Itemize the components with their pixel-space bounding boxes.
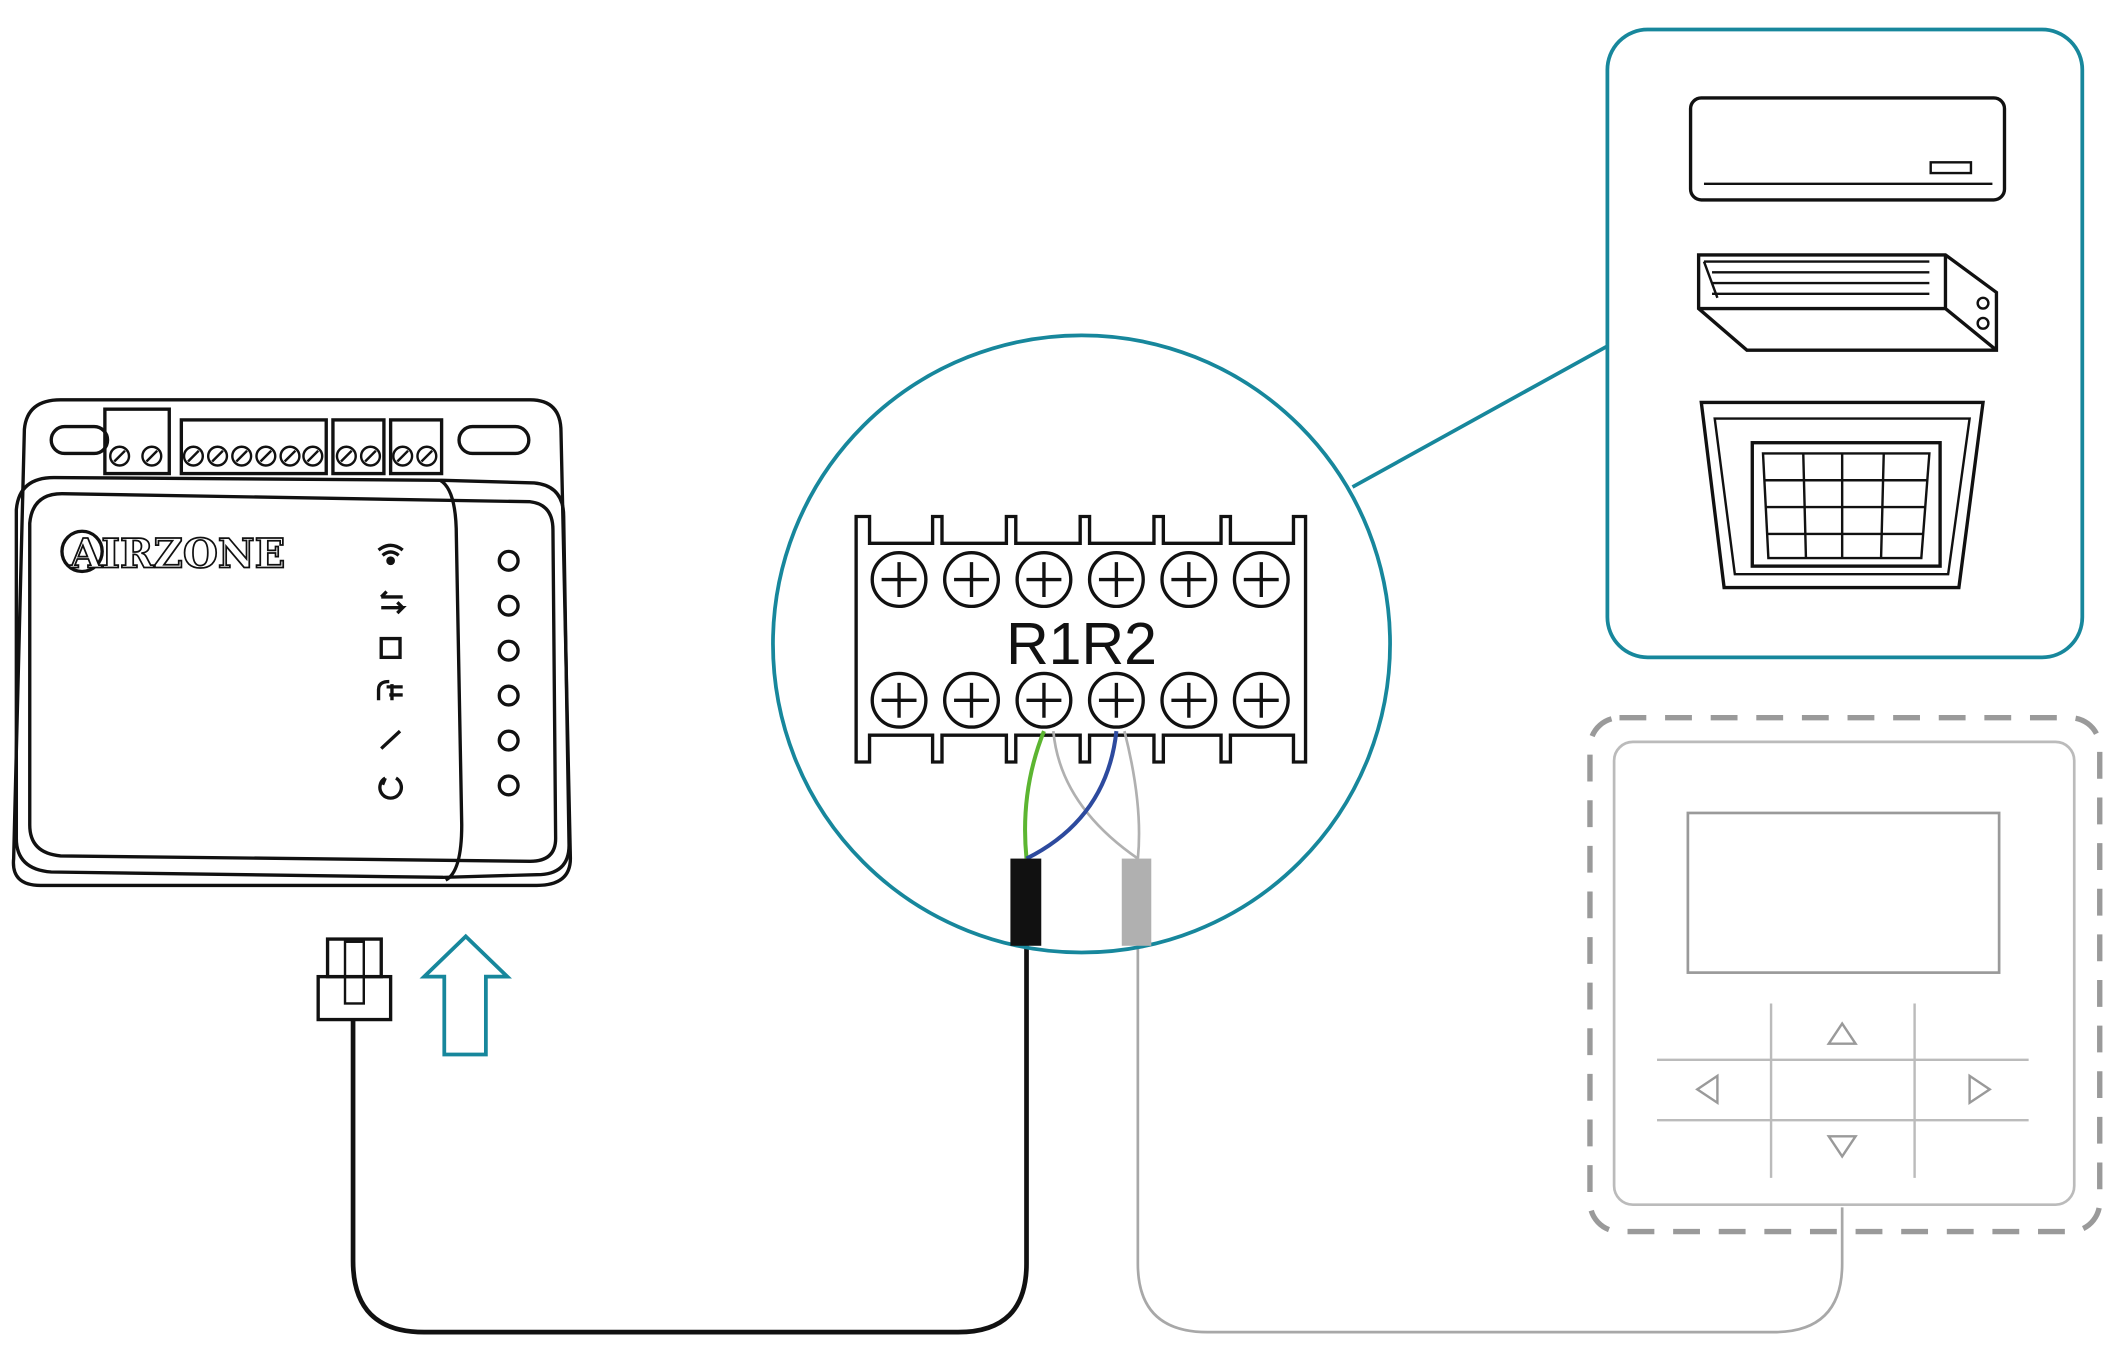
slot-screw-icon (279, 445, 301, 467)
led-indicator (497, 594, 520, 617)
led-indicator (497, 684, 520, 707)
left-arrow-icon[interactable] (1695, 1073, 1719, 1105)
terminal-screw-icon (1232, 671, 1290, 729)
airzone-logo: AIRZONE (60, 529, 286, 578)
led-indicators (497, 549, 520, 797)
svg-text:AIRZONE: AIRZONE (69, 530, 285, 577)
terminal-screw-icon (1015, 671, 1073, 729)
wired-controller (1587, 715, 2103, 1235)
status-icons (376, 543, 407, 800)
green-wire (1023, 730, 1046, 859)
black-cable (350, 945, 1029, 1335)
terminal-detail-circle (771, 333, 1392, 955)
cassette-unit (1699, 400, 1985, 590)
blue-wire (1025, 730, 1119, 861)
led-indicator (497, 549, 520, 572)
led-indicator (497, 639, 520, 662)
wifi-icon (377, 543, 404, 566)
right-arrow-icon[interactable] (1968, 1073, 1992, 1105)
slot-screw-icon (109, 445, 131, 467)
terminal-screw-icon (1087, 671, 1145, 729)
up-arrow-icon[interactable] (1826, 1021, 1858, 1045)
slot-screw-icon (335, 445, 357, 467)
slot-screw-icon (182, 445, 205, 467)
controller-screen (1686, 811, 2001, 974)
grey-cable-sleeve (1121, 858, 1152, 946)
cable-connector (316, 937, 393, 1022)
terminal-screw-icon (870, 671, 928, 729)
wall-split-unit (1688, 96, 2007, 202)
terminal-block: R1R2 (854, 514, 1308, 764)
down-arrow-icon[interactable] (1826, 1135, 1858, 1159)
grey-cable (1136, 945, 1844, 1334)
ducted-unit (1696, 253, 1999, 352)
terminal-screw-icon (1232, 551, 1290, 609)
led-indicator (497, 729, 520, 752)
power-plug-icon (376, 679, 403, 701)
terminal-label: R1R2 (1006, 611, 1157, 677)
slot-screw-icon (141, 445, 163, 467)
terminal-screw-icon (870, 551, 928, 609)
slot-screw-icon (206, 445, 229, 467)
terminal-screw-icon (943, 671, 1001, 729)
indoor-units-panel (1605, 27, 2085, 660)
slot-screw-icon (302, 445, 324, 467)
terminal-screw-icon (1087, 551, 1145, 609)
link-icon (380, 729, 402, 750)
wires (1023, 730, 1141, 861)
black-cable-sleeve (1010, 858, 1042, 946)
slot-screw-icon (392, 445, 414, 467)
slot-screw-icon (359, 445, 382, 467)
reset-icon (378, 776, 404, 800)
slot-screw-icon (231, 445, 253, 467)
data-transfer-icon (380, 590, 407, 615)
airzone-device: AIRZONE (11, 398, 573, 888)
slot-screw-icon (416, 445, 438, 467)
chip-icon (379, 636, 402, 660)
terminal-screw-icon (1015, 551, 1073, 609)
terminal-connectors (103, 407, 444, 476)
terminal-screw-icon (1160, 671, 1218, 729)
slot-screw-icon (255, 445, 277, 467)
terminal-screw-icon (1160, 551, 1218, 609)
insert-arrow-icon (419, 933, 512, 1057)
terminal-screw-icon (943, 551, 1001, 609)
led-indicator (497, 774, 520, 797)
